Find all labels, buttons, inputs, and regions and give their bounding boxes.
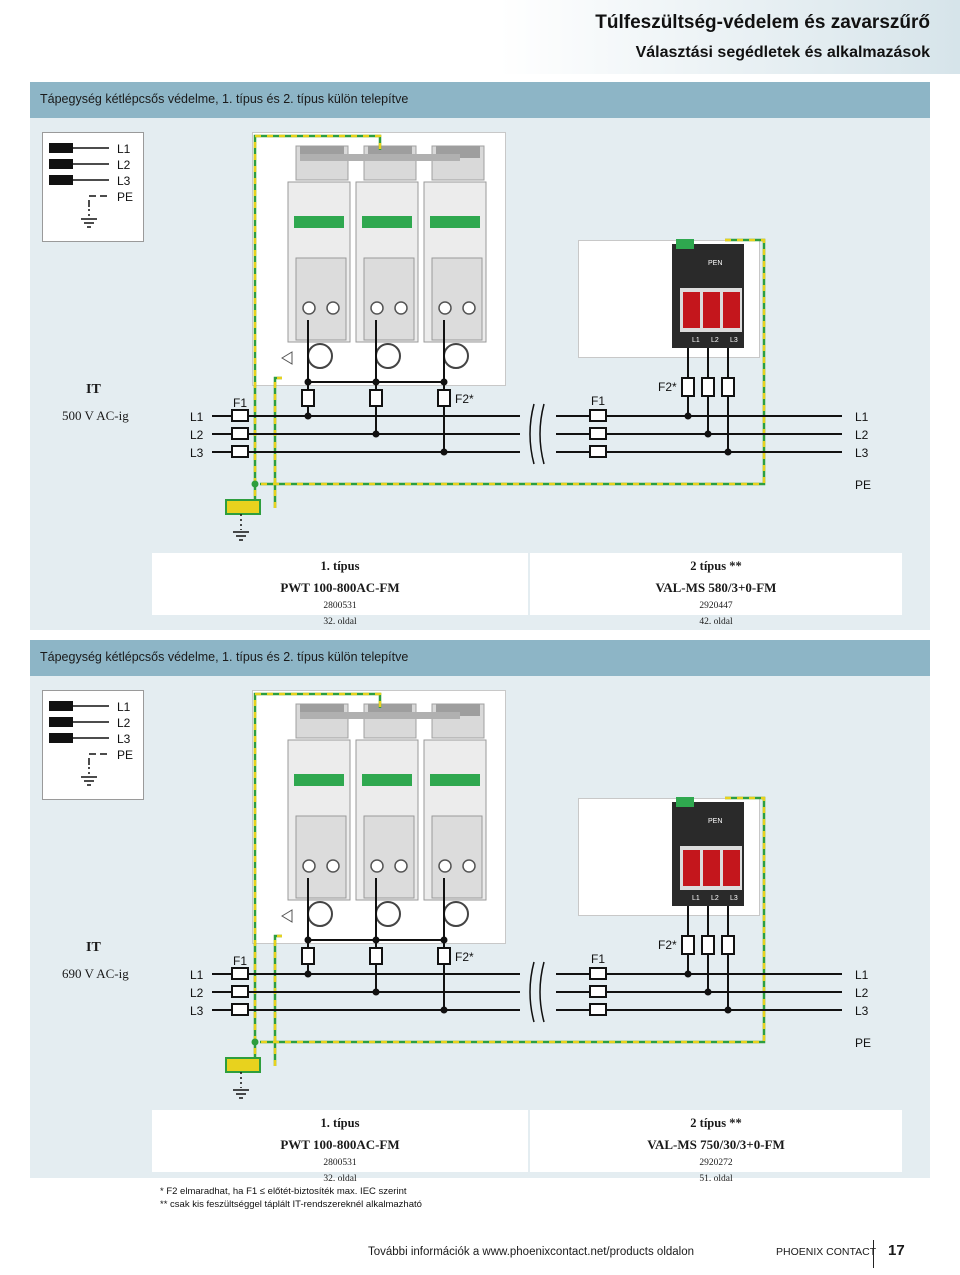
section-1-schematic: PEN L1 L2 L3 xyxy=(212,134,842,541)
section-1-right-l1: L1 xyxy=(855,410,869,424)
section-1-pe-label: PE xyxy=(855,478,872,492)
section-2-pe-label: PE xyxy=(855,1036,872,1050)
type2-pen-label: PEN xyxy=(708,260,722,267)
type2-page-ref: 51. oldal xyxy=(699,1174,733,1184)
page-subtitle: Választási segédletek és alkalmazások xyxy=(635,44,930,61)
section-2-fuse-f2-right: F2* xyxy=(658,938,677,952)
section-1-heading: Tápegység kétlépcsős védelme, 1. típus é… xyxy=(40,92,409,106)
type2-heading: 2 típus ** xyxy=(690,1116,742,1130)
pe-conductor xyxy=(253,134,766,508)
page-title: Túlfeszültség-védelem és zavarszűrő xyxy=(595,12,930,33)
footnote-low-voltage: ** csak kis feszültséggel táplált IT-ren… xyxy=(160,1199,422,1210)
type1-page-ref: 32. oldal xyxy=(323,617,357,627)
type2-l3-label: L3 xyxy=(730,895,738,902)
section-1-left-l1: L1 xyxy=(190,410,204,424)
legend-l1-label: L1 xyxy=(117,142,131,156)
pe-ground-symbol xyxy=(233,514,249,541)
section-2-network-type: IT xyxy=(86,940,101,955)
type2-l1-label: L1 xyxy=(692,337,700,344)
fuses xyxy=(231,967,607,1016)
type2-product: VAL-MS 750/30/3+0-FM xyxy=(647,1137,785,1152)
section-1-type2-card: 2 típus ** VAL-MS 580/3+0-FM 2920447 42.… xyxy=(530,553,902,627)
pe-busbar xyxy=(225,1057,261,1073)
legend-l3-label: L3 xyxy=(117,732,131,746)
section-1-fuse-f2-right: F2* xyxy=(658,380,677,394)
type2-l2-label: L2 xyxy=(711,337,719,344)
section-1-left-l2: L2 xyxy=(190,428,204,442)
section-1-type1-card: 1. típus PWT 100-800AC-FM 2800531 32. ol… xyxy=(152,553,528,627)
legend-l1-label: L1 xyxy=(117,700,131,714)
section-1-network-type: IT xyxy=(86,382,101,397)
type1-spd-modules xyxy=(281,703,487,927)
section-1-fuse-f1-left: F1 xyxy=(233,396,248,410)
phase-lines xyxy=(212,973,842,1011)
section-2-left-l1: L1 xyxy=(190,968,204,982)
section-1-fuse-f1-right: F1 xyxy=(591,394,606,408)
type2-l3-label: L3 xyxy=(730,337,738,344)
section-1-left-l3: L3 xyxy=(190,446,204,460)
footer-brand: PHOENIX CONTACT xyxy=(776,1246,877,1258)
section-2-fuse-f1-left: F1 xyxy=(233,954,248,968)
header-band xyxy=(0,0,960,74)
section-1-right-l2: L2 xyxy=(855,428,869,442)
pe-ground-symbol xyxy=(233,1072,249,1099)
section-2-type2-card: 2 típus ** VAL-MS 750/30/3+0-FM 2920272 … xyxy=(530,1110,902,1184)
type1-product: PWT 100-800AC-FM xyxy=(280,580,400,595)
type1-page-ref: 32. oldal xyxy=(323,1174,357,1184)
pe-conductor xyxy=(253,692,766,1066)
type1-spd-modules xyxy=(281,145,487,369)
type2-pen-label: PEN xyxy=(708,818,722,825)
section-2-legend-symbol xyxy=(49,701,109,786)
section-1-legend-symbol xyxy=(49,143,109,228)
section-2-voltage: 690 V AC-ig xyxy=(62,966,129,981)
section-1-legend-box: L1 L2 L3 PE xyxy=(42,132,144,242)
type2-l2-label: L2 xyxy=(711,895,719,902)
type2-code: 2920447 xyxy=(699,601,733,611)
type1-product: PWT 100-800AC-FM xyxy=(280,1137,400,1152)
type2-heading: 2 típus ** xyxy=(690,559,742,573)
type2-spd-module: PEN L1 L2 L3 xyxy=(672,239,744,348)
type1-heading: 1. típus xyxy=(320,1116,360,1130)
type1-heading: 1. típus xyxy=(320,559,360,573)
footnote-f2: * F2 elmaradhat, ha F1 ≤ előtét-biztosít… xyxy=(160,1186,407,1197)
type1-code: 2800531 xyxy=(323,1158,357,1168)
section-1-voltage: 500 V AC-ig xyxy=(62,408,129,423)
section-2-left-l2: L2 xyxy=(190,986,204,1000)
pe-busbar xyxy=(225,499,261,515)
legend-l2-label: L2 xyxy=(117,716,131,730)
section-2-type1-card: 1. típus PWT 100-800AC-FM 2800531 32. ol… xyxy=(152,1110,528,1184)
section-2-fuse-f2-left: F2* xyxy=(455,950,474,964)
section-2-schematic: PEN L1 L2 L3 xyxy=(212,692,842,1099)
footer-info-text: További információk a www.phoenixcontact… xyxy=(368,1246,695,1258)
legend-pe-label: PE xyxy=(117,748,134,762)
type2-spd-module: PEN L1 L2 L3 xyxy=(672,797,744,906)
legend-l3-label: L3 xyxy=(117,174,131,188)
line-break-marks xyxy=(529,403,545,465)
page-number: 17 xyxy=(888,1242,905,1259)
type2-product: VAL-MS 580/3+0-FM xyxy=(655,580,777,595)
type2-l1-label: L1 xyxy=(692,895,700,902)
section-1-fuse-f2-left: F2* xyxy=(455,392,474,406)
footer-divider xyxy=(873,1240,874,1268)
section-2-fuse-f1-right: F1 xyxy=(591,952,606,966)
section-2-left-l3: L3 xyxy=(190,1004,204,1018)
type1-code: 2800531 xyxy=(323,601,357,611)
section-2-right-l3: L3 xyxy=(855,1004,869,1018)
section-1-heading-bar: Tápegység kétlépcsős védelme, 1. típus é… xyxy=(30,82,930,118)
phase-lines xyxy=(212,415,842,453)
section-2-legend-box: L1 L2 L3 PE xyxy=(42,690,144,800)
legend-l2-label: L2 xyxy=(117,158,131,172)
section-2-right-l2: L2 xyxy=(855,986,869,1000)
section-2-heading-bar: Tápegység kétlépcsős védelme, 1. típus é… xyxy=(30,640,930,676)
section-1-right-l3: L3 xyxy=(855,446,869,460)
type2-code: 2920272 xyxy=(699,1158,733,1168)
section-2-heading: Tápegység kétlépcsős védelme, 1. típus é… xyxy=(40,650,409,664)
type2-page-ref: 42. oldal xyxy=(699,617,733,627)
legend-pe-label: PE xyxy=(117,190,134,204)
section-2-right-l1: L1 xyxy=(855,968,869,982)
line-break-marks xyxy=(529,961,545,1023)
fuses xyxy=(231,409,607,458)
